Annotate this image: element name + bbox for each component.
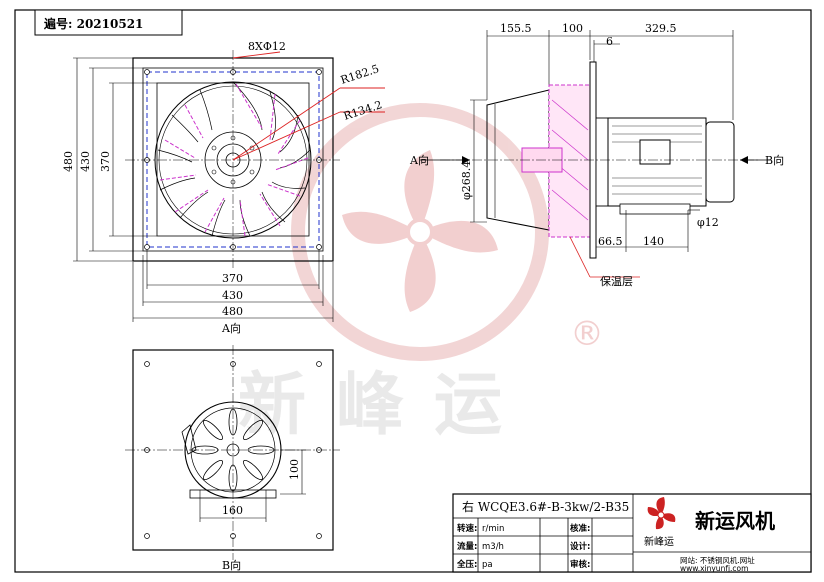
side-dim-66-5: 66.5 xyxy=(598,235,623,248)
brand-small: 新峰运 xyxy=(644,535,674,548)
side-diameter-label: φ268.4 xyxy=(460,161,473,200)
row-label-pressure: 全压: xyxy=(456,559,477,570)
front-vdim-480: 480 xyxy=(62,151,75,172)
side-bottom-dimlines xyxy=(596,209,700,252)
title-block: 右 WCQE3.6#-B-3kw/2-B35 转速: r/min 核准: 流量:… xyxy=(452,493,812,573)
front-vertical-dimlines xyxy=(73,57,157,262)
front-vdim-430: 430 xyxy=(79,151,92,172)
model-number: 右 WCQE3.6#-B-3kw/2-B35 xyxy=(462,499,629,514)
front-vdim-370: 370 xyxy=(99,151,112,172)
back-dim-100: 100 xyxy=(288,459,301,480)
front-leaders xyxy=(232,51,385,161)
motor-feet xyxy=(619,203,691,215)
side-dim-329-5: 329.5 xyxy=(645,22,677,35)
row-unit-speed: r/min xyxy=(482,524,504,534)
flange-bolt-holes xyxy=(144,69,322,250)
front-centerlines xyxy=(125,50,340,268)
watermark: ® 新峰运 xyxy=(238,103,604,445)
row-sign-design: 设计: xyxy=(570,541,590,552)
row-label-flow: 流量: xyxy=(457,541,477,552)
insulation-leader xyxy=(569,236,591,278)
sheet-border xyxy=(14,9,812,573)
website-line: 网站: 不锈钢风机.网址 xyxy=(680,555,755,565)
side-dim-100: 100 xyxy=(562,22,583,35)
front-view-label: A向 xyxy=(221,321,241,335)
front-dim-430: 430 xyxy=(222,289,243,302)
motor-fins xyxy=(612,125,702,195)
brand-logo-icon xyxy=(647,497,676,530)
back-view-label: B向 xyxy=(222,558,241,572)
drawing-code: 遍号: 20210521 xyxy=(43,16,143,31)
watermark-fan-icon xyxy=(342,150,498,312)
side-top-dimlines xyxy=(486,30,734,120)
side-hole-dim: φ12 xyxy=(697,216,719,229)
url-line: www.xinyunfj.com xyxy=(680,564,748,573)
row-unit-flow: m3/h xyxy=(482,542,504,552)
front-horizontal-dimlines xyxy=(132,250,334,322)
terminal-box-back xyxy=(181,424,197,455)
insulation-label: 保温层 xyxy=(600,274,633,288)
terminal-box xyxy=(639,139,671,165)
front-dim-480: 480 xyxy=(222,305,243,318)
side-dim-6: 6 xyxy=(606,35,613,48)
drawing-code-box: 遍号: 20210521 xyxy=(34,9,183,36)
brand-name: 新运风机 xyxy=(695,509,775,533)
view-arrow-b: B向 xyxy=(740,153,784,167)
side-diameter-dim xyxy=(470,99,487,223)
arrow-b-label: B向 xyxy=(765,153,784,167)
back-dim-160: 160 xyxy=(222,504,243,517)
hole-note: 8XΦ12 xyxy=(248,40,286,53)
watermark-ring xyxy=(291,103,549,361)
row-sign-review: 审核: xyxy=(570,559,590,570)
motor-flange xyxy=(595,117,609,207)
side-dim-140: 140 xyxy=(643,235,664,248)
watermark-registered: ® xyxy=(570,314,604,354)
front-view: 8XΦ12 R182.5 R134.2 370 430 480 A向 480 4… xyxy=(62,40,385,335)
impeller-blade-outline xyxy=(159,83,309,237)
row-label-speed: 转速: xyxy=(457,523,477,534)
front-dim-370: 370 xyxy=(222,272,243,285)
back-view: 160 100 B向 xyxy=(125,345,340,572)
watermark-text: 新峰运 xyxy=(238,366,532,445)
side-dim-155-5: 155.5 xyxy=(500,22,532,35)
radius-outer-label: R182.5 xyxy=(339,62,381,87)
row-unit-pressure: pa xyxy=(482,560,493,570)
row-sign-approve: 核准: xyxy=(570,523,590,534)
motor-fan-cover xyxy=(705,121,735,203)
arrow-a-label: A向 xyxy=(409,153,429,167)
side-view: 155.5 100 329.5 6 A向 xyxy=(409,22,784,288)
back-dimlines xyxy=(199,449,306,522)
view-arrow-a: A向 xyxy=(409,153,470,167)
